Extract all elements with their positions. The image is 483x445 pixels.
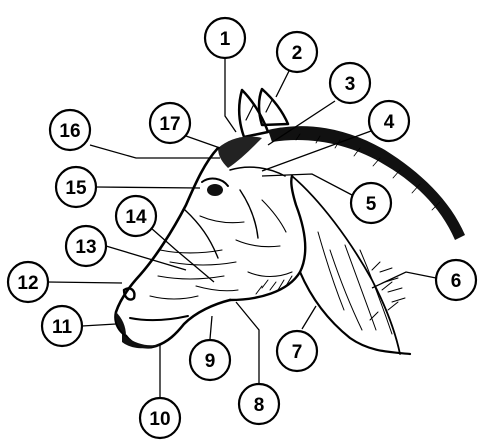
leader-8 [236, 302, 259, 384]
callout-3: 3 [330, 63, 370, 103]
leader-1 [225, 59, 236, 132]
svg-text:3: 3 [345, 74, 356, 95]
svg-text:7: 7 [292, 342, 303, 363]
svg-text:1: 1 [220, 29, 231, 50]
callout-group: 1 2 3 4 5 6 7 8 9 10 11 12 13 14 15 16 1… [8, 18, 476, 438]
eye [207, 184, 223, 196]
callout-15: 15 [56, 167, 96, 207]
leader-2 [276, 69, 290, 97]
callout-5: 5 [351, 183, 391, 223]
leader-15 [96, 187, 200, 188]
svg-text:8: 8 [254, 395, 265, 416]
leader-9 [210, 316, 212, 339]
leader-6 [372, 272, 436, 288]
svg-text:6: 6 [451, 271, 462, 292]
callout-6: 6 [436, 260, 476, 300]
callout-4: 4 [369, 101, 409, 141]
forelock [218, 136, 262, 168]
callout-10: 10 [140, 398, 180, 438]
leader-17 [186, 136, 220, 148]
svg-text:11: 11 [52, 317, 73, 338]
callout-13: 13 [66, 226, 106, 266]
callout-2: 2 [277, 32, 317, 72]
svg-text:13: 13 [75, 237, 96, 258]
svg-text:16: 16 [59, 121, 80, 142]
throat-line [300, 272, 410, 354]
left-ear [239, 90, 268, 137]
svg-text:5: 5 [366, 194, 377, 215]
leader-7 [302, 306, 316, 329]
svg-text:17: 17 [159, 114, 180, 135]
svg-text:10: 10 [149, 409, 170, 430]
callout-17: 17 [150, 103, 190, 143]
callout-16: 16 [50, 110, 90, 150]
leader-16 [90, 145, 220, 158]
callout-7: 7 [277, 331, 317, 371]
callout-8: 8 [239, 384, 279, 424]
svg-text:4: 4 [384, 112, 395, 133]
leader-5 [262, 174, 352, 195]
leader-12 [48, 282, 122, 283]
callout-1: 1 [205, 18, 245, 58]
svg-text:2: 2 [292, 43, 303, 64]
jaw-line [230, 176, 305, 300]
leader-14 [151, 228, 214, 282]
svg-text:14: 14 [125, 207, 147, 228]
callout-11: 11 [42, 306, 82, 346]
svg-text:9: 9 [205, 351, 216, 372]
callout-9: 9 [190, 340, 230, 380]
svg-text:15: 15 [65, 178, 87, 199]
svg-text:12: 12 [17, 273, 38, 294]
callout-14: 14 [116, 196, 156, 236]
leader-11 [82, 324, 116, 326]
mouth-line [130, 316, 188, 320]
callout-12: 12 [8, 262, 48, 302]
